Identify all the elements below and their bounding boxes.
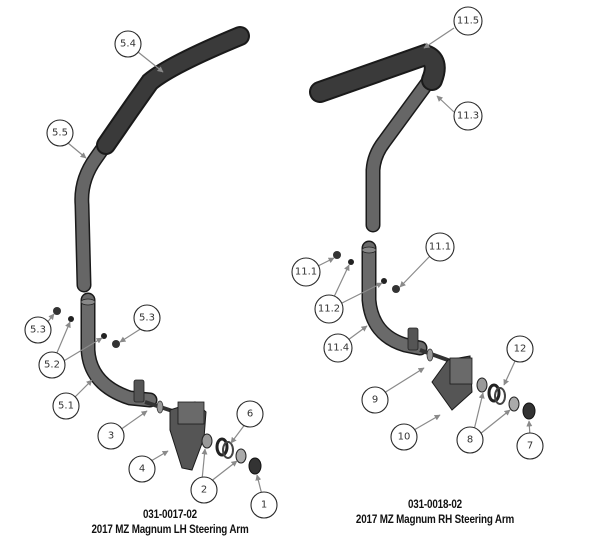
svg-text:5.3: 5.3 [30, 325, 46, 336]
callout-11-1-left: 11.1 [291, 257, 321, 287]
right-assembly-caption: 031-0018-02 2017 MZ Magnum RH Steering A… [328, 497, 541, 527]
svg-text:5.2: 5.2 [44, 360, 60, 371]
callout-5-1: 5.1 [52, 392, 80, 420]
svg-text:5.5: 5.5 [52, 128, 68, 139]
svg-text:5.1: 5.1 [58, 401, 74, 412]
svg-text:3: 3 [108, 431, 114, 442]
callout-12: 12 [506, 335, 534, 363]
callout-6: 6 [236, 400, 264, 428]
right-callouts: 11.5 11.3 11.1 11.1 11.2 11.4 9 10 12 8 … [291, 6, 544, 460]
svg-text:9: 9 [372, 395, 378, 406]
callout-10: 10 [390, 423, 418, 451]
svg-text:11.3: 11.3 [457, 111, 479, 122]
callout-11-4: 11.4 [323, 333, 353, 363]
left-part-number: 031-0017-02 [142, 507, 197, 521]
svg-text:8: 8 [467, 435, 473, 446]
svg-text:7: 7 [527, 441, 533, 452]
callout-11-3: 11.3 [453, 101, 483, 131]
callout-3: 3 [97, 422, 125, 450]
svg-text:11.4: 11.4 [327, 343, 349, 354]
left-assembly-caption: 031-0017-02 2017 MZ Magnum LH Steering A… [63, 507, 276, 537]
callout-2: 2 [190, 476, 218, 504]
svg-text:5.3: 5.3 [139, 313, 155, 324]
svg-text:11.5: 11.5 [457, 16, 479, 27]
callout-11-1-right: 11.1 [425, 232, 455, 262]
callout-4: 4 [128, 455, 156, 483]
callout-7: 7 [516, 432, 544, 460]
left-steering-arm [53, 26, 262, 475]
callout-11-5: 11.5 [453, 6, 483, 36]
right-steering-arm [309, 43, 536, 420]
callout-11-2: 11.2 [314, 294, 344, 324]
svg-text:5.4: 5.4 [120, 39, 136, 50]
right-assembly-title: 2017 MZ Magnum RH Steering Arm [355, 512, 515, 526]
callout-5-3-right: 5.3 [133, 304, 161, 332]
left-callouts: 5.4 5.5 5.3 5.3 5.2 5.1 3 4 6 2 1 [24, 30, 278, 519]
callout-5-3-left: 5.3 [24, 316, 52, 344]
svg-text:6: 6 [247, 409, 253, 420]
svg-text:12: 12 [514, 344, 527, 355]
right-part-number: 031-0018-02 [407, 497, 462, 511]
svg-text:11.1: 11.1 [295, 267, 317, 278]
callout-8: 8 [456, 426, 484, 454]
svg-text:2: 2 [201, 485, 207, 496]
svg-text:11.2: 11.2 [318, 304, 340, 315]
callout-5-5: 5.5 [46, 119, 74, 147]
callout-1: 1 [250, 491, 278, 519]
svg-text:4: 4 [139, 464, 145, 475]
svg-text:10: 10 [398, 432, 411, 443]
left-assembly-title: 2017 MZ Magnum LH Steering Arm [91, 522, 249, 536]
left-leader-lines [45, 51, 263, 496]
svg-text:1: 1 [261, 500, 267, 511]
svg-text:11.1: 11.1 [429, 242, 451, 253]
callout-5-4: 5.4 [114, 30, 142, 58]
callout-9: 9 [361, 386, 389, 414]
right-leader-lines [317, 27, 533, 437]
callout-5-2: 5.2 [38, 351, 66, 379]
